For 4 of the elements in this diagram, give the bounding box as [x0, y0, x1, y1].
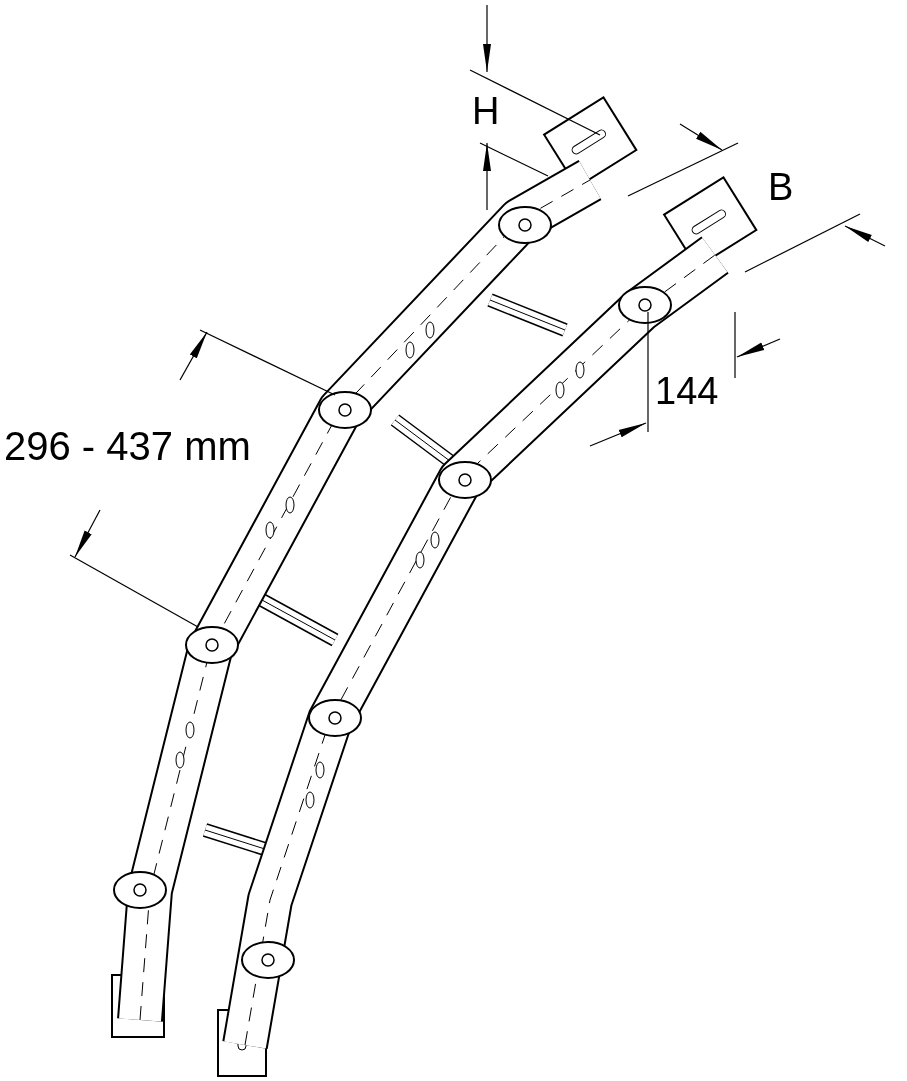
dimension-label: B: [768, 168, 794, 206]
dimension-label: H: [472, 92, 500, 130]
dimension-label: 296 - 437 mm: [4, 426, 251, 466]
dimension-label: 144: [655, 372, 719, 410]
